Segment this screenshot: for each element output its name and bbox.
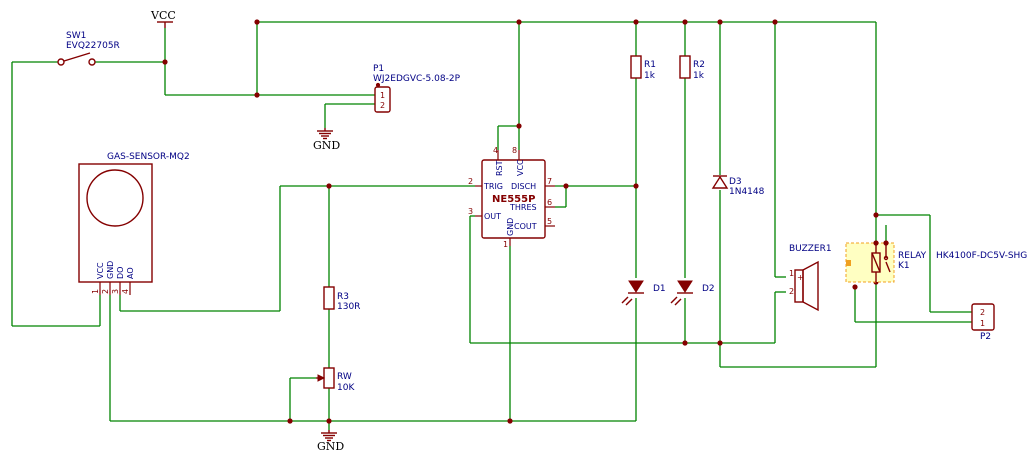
relay-k1: RELAY HK4100F-DC5V-SHG K1 <box>845 240 1027 283</box>
p2-pin-1: 1 <box>980 319 985 328</box>
gnd-symbol-bottom: GND <box>317 430 344 453</box>
sensor-pin-name-do: DO <box>116 267 125 279</box>
vcc-label: VCC <box>150 9 176 22</box>
resistor-r2: R2 1k <box>679 55 705 81</box>
buzzer-pin-2: 2 <box>789 287 794 296</box>
p1-pin-1: 1 <box>380 91 385 100</box>
sensor-pin-num-2: 2 <box>101 289 110 294</box>
sensor-pin-name-gnd: GND <box>106 261 115 279</box>
buzzer-plus-sign: + <box>797 273 804 282</box>
relay-value: HK4100F-DC5V-SHG <box>936 251 1027 261</box>
ic-pin-name-disch: DISCH <box>511 182 536 191</box>
p1-pin-2: 2 <box>380 101 385 110</box>
resistor-r1: R1 1k <box>630 55 656 81</box>
relay-ref: RELAY <box>898 251 927 261</box>
sensor-pin-num-1: 1 <box>91 289 100 294</box>
ic-pin-num-5: 5 <box>547 217 552 226</box>
buzzer: BUZZER1 1 2 + <box>789 244 832 312</box>
d3-value: 1N4148 <box>729 187 765 197</box>
r3-value: 130R <box>337 302 360 312</box>
buzzer-ref: BUZZER1 <box>789 244 832 254</box>
led-d2: D2 <box>670 280 715 306</box>
ic-pin-num-6: 6 <box>547 198 552 207</box>
d1-ref: D1 <box>653 284 666 294</box>
ic-pin-num-1: 1 <box>503 240 508 249</box>
r2-ref: R2 <box>693 60 705 70</box>
gas-sensor-mq2: GAS-SENSOR-MQ2 VCC GND DO AO 1 2 3 4 <box>78 152 190 295</box>
potentiometer-rw: RW 10K <box>316 367 355 393</box>
sensor-ref: GAS-SENSOR-MQ2 <box>107 152 190 162</box>
r1-value: 1k <box>644 71 656 81</box>
resistor-r3: R3 130R <box>323 286 360 312</box>
ic-pin-name-vcc: VCC <box>516 159 525 176</box>
ic-pin-name-thres: THRES <box>509 203 537 212</box>
ic-pin-name-rst: RST <box>495 160 504 176</box>
buzzer-pin-1: 1 <box>789 269 794 278</box>
p2-ref: P2 <box>980 332 991 342</box>
ic-ne555p: NE555P RST VCC TRIG OUT DISCH THRES COUT… <box>468 146 555 249</box>
ic-pin-num-8: 8 <box>512 146 517 155</box>
p1-ref: P1 <box>373 64 384 74</box>
ic-pin-num-4: 4 <box>493 146 498 155</box>
ic-pin-name-trig: TRIG <box>483 182 503 191</box>
r1-ref: R1 <box>644 60 656 70</box>
speaker-icon <box>802 260 819 312</box>
wires <box>11 21 972 430</box>
ic-part-value: NE555P <box>492 194 535 205</box>
ic-pin-name-cout: COUT <box>514 222 537 231</box>
switch-sw1: SW1 EVQ22705R <box>57 31 120 66</box>
led-d1: D1 <box>621 280 666 306</box>
sensor-element-icon <box>86 169 144 227</box>
relay-designator: K1 <box>898 261 910 271</box>
connector-p1: 1 2 P1 WJ2EDGVC-5.08-2P <box>373 64 461 113</box>
gnd-label-top: GND <box>313 139 340 152</box>
ic-pin-name-gnd: GND <box>506 218 515 236</box>
r2-value: 1k <box>693 71 705 81</box>
rw-value: 10K <box>337 383 355 393</box>
led-d2-light-icon <box>670 296 682 306</box>
ic-pin-num-3: 3 <box>468 207 473 216</box>
connector-p2: 2 1 P2 <box>971 303 995 342</box>
rw-ref: RW <box>337 372 352 382</box>
gnd-label-bottom: GND <box>317 440 344 453</box>
sensor-pin-num-4: 4 <box>121 289 130 294</box>
sensor-pin-num-3: 3 <box>111 289 120 294</box>
sensor-pin-name-vcc: VCC <box>96 262 105 279</box>
ic-pin-num-2: 2 <box>468 177 473 186</box>
sw1-value: EVQ22705R <box>66 41 120 51</box>
gnd-symbol-top: GND <box>313 128 340 152</box>
ic-pin-num-7: 7 <box>547 177 552 186</box>
led-d1-light-icon <box>621 296 633 306</box>
ic-pin-name-out: OUT <box>484 212 501 221</box>
vcc-symbol: VCC <box>150 9 176 28</box>
diode-d3: D3 1N4148 <box>711 175 765 197</box>
r3-ref: R3 <box>337 292 349 302</box>
d2-ref: D2 <box>702 284 715 294</box>
d3-ref: D3 <box>729 177 742 187</box>
sensor-pin-name-ao: AO <box>126 267 135 279</box>
p1-value: WJ2EDGVC-5.08-2P <box>373 74 461 84</box>
sw1-ref: SW1 <box>66 31 86 41</box>
p2-pin-2: 2 <box>980 308 985 317</box>
